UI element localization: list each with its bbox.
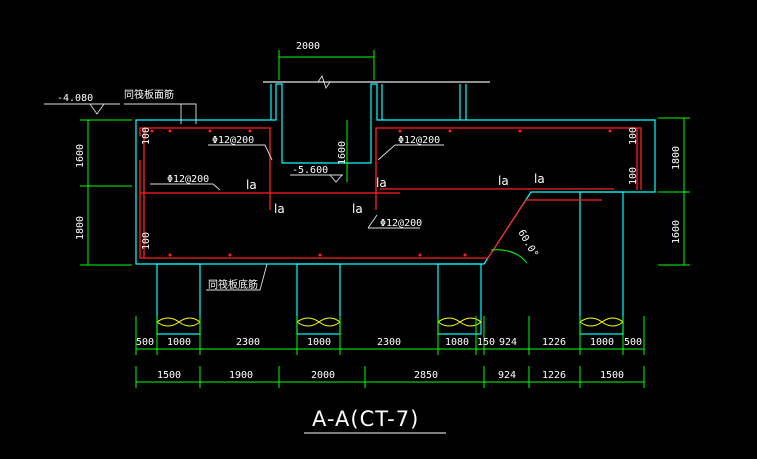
- leader-lines: [44, 74, 490, 291]
- dim-row2-5: 924: [498, 370, 516, 381]
- pile-break-marks: [156, 317, 624, 327]
- dim-row1-11: 500: [624, 337, 642, 348]
- cover-mid-right: 100: [628, 167, 639, 185]
- la-label-5: la: [498, 174, 509, 188]
- dim-pit-width: 2000: [296, 41, 320, 52]
- dim-row1-3: 2300: [236, 337, 260, 348]
- dim-row2-2: 1900: [229, 370, 253, 381]
- cap-outline: [135, 83, 656, 265]
- section-title: A-A(CT-7): [312, 407, 419, 431]
- rebar-top-right: [375, 127, 642, 210]
- dim-row2-7: 1500: [600, 370, 624, 381]
- dimension-lines: [80, 50, 690, 388]
- pile-break-1: [156, 317, 201, 327]
- dim-row1-1: 500: [136, 337, 154, 348]
- dim-row1-2: 1000: [167, 337, 191, 348]
- note-bottom-rebar: 同筏板底筋: [208, 278, 258, 291]
- dim-left-vertical-2: 1800: [75, 216, 86, 240]
- la-label-6: la: [534, 172, 545, 186]
- dim-left-vertical-1: 1600: [75, 144, 86, 168]
- dim-right-vertical-1: 1800: [671, 146, 682, 170]
- elevation-top: -4.080: [57, 93, 93, 104]
- rebar-lines: [139, 127, 642, 259]
- pile-break-3: [437, 317, 482, 327]
- dim-row1-9: 1226: [542, 337, 566, 348]
- dim-row1-4: 1000: [307, 337, 331, 348]
- la-label-4: la: [376, 176, 387, 190]
- dim-row1-7: 150: [477, 337, 495, 348]
- dim-row1-8: 924: [499, 337, 517, 348]
- dim-pit-depth: 1600: [337, 141, 348, 165]
- cover-top-right: 100: [628, 127, 639, 145]
- rebar-mid-right-label: Φ12@200: [380, 218, 422, 229]
- pile-break-4: [579, 317, 624, 327]
- la-label-2: la: [274, 202, 285, 216]
- note-top-rebar: 同筏板面筋: [124, 88, 174, 101]
- dim-row1-5: 2300: [377, 337, 401, 348]
- dim-row2-4: 2850: [414, 370, 438, 381]
- rebar-top-left: [139, 127, 271, 210]
- cover-top-left: 100: [141, 127, 152, 145]
- rebar-top-right-label: Φ12@200: [398, 135, 440, 146]
- rebar-top-left-label: Φ12@200: [212, 135, 254, 146]
- pile-break-2: [296, 317, 341, 327]
- dim-row1-6: 1080: [445, 337, 469, 348]
- rebar-bottom: [139, 160, 602, 259]
- la-label-1: la: [246, 178, 257, 192]
- dim-right-vertical-2: 1600: [671, 220, 682, 244]
- rebar-mid-left-label: Φ12@200: [167, 174, 209, 185]
- dim-row2-3: 2000: [311, 370, 335, 381]
- pile-2: [296, 263, 341, 335]
- la-label-3: la: [352, 202, 363, 216]
- pile-1: [156, 263, 201, 335]
- pile-4: [579, 191, 624, 335]
- concrete-outline: [135, 81, 656, 335]
- dim-row2-1: 1500: [157, 370, 181, 381]
- pile-3: [437, 263, 482, 335]
- angle-label: 60.0°: [515, 228, 540, 260]
- elevation-pit: -5.600: [292, 165, 328, 176]
- dim-row1-10: 1000: [590, 337, 614, 348]
- rebar-dots: [150, 129, 612, 257]
- cover-bottom-left: 100: [141, 232, 152, 250]
- text-annotations: 2000 -4.080 同筏板面筋 Φ12@200 Φ12@200 Φ12@20…: [57, 41, 682, 431]
- dim-row2-6: 1226: [542, 370, 566, 381]
